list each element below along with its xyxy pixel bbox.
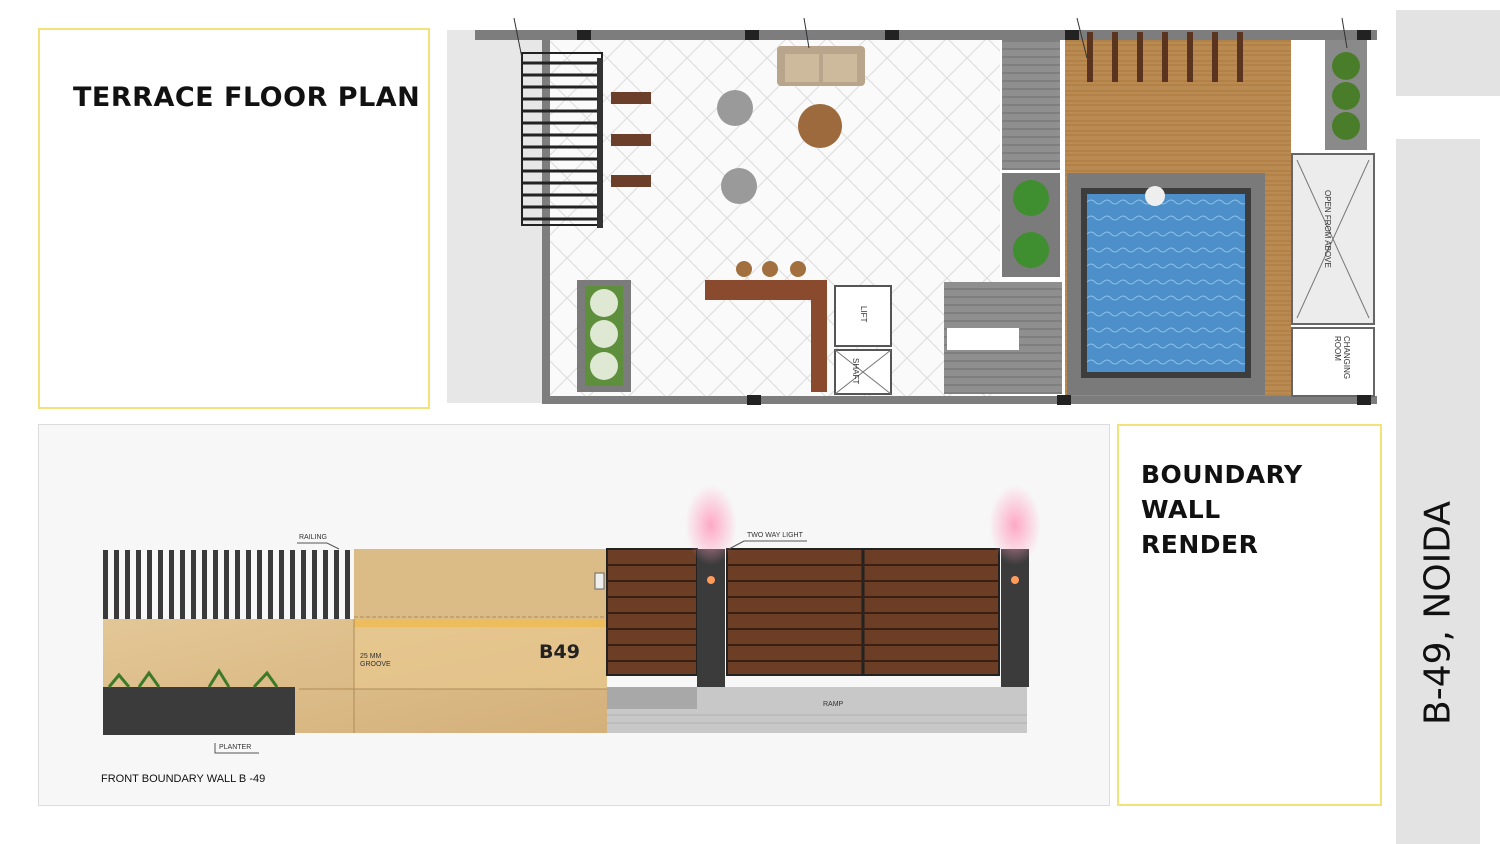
boundary-wall-drawing (103, 485, 1041, 754)
open-from-above-label: OPEN FROM ABOVE (1323, 190, 1332, 268)
changing-room-label: CHANGING ROOM (1333, 336, 1351, 380)
floor-plan-drawing (447, 17, 1377, 405)
corner-block (1396, 10, 1500, 96)
shaft-label: SHAFT (851, 358, 860, 385)
chair (721, 168, 757, 204)
chair (717, 90, 753, 126)
railing-label: RAILING (299, 534, 328, 541)
side-title: B-49, NOIDA (1417, 501, 1459, 725)
house-number: B49 (539, 641, 580, 663)
terrace-title: TERRACE FLOOR PLAN (73, 82, 421, 113)
changing-room (1291, 327, 1375, 397)
boundary-title-line1: BOUNDARY (1141, 460, 1303, 489)
boundary-title-line2: WALL (1141, 495, 1221, 524)
groove-light (354, 619, 607, 627)
elevation-caption: FRONT BOUNDARY WALL B -49 (101, 773, 266, 785)
bar-counter (705, 280, 825, 300)
terrace-floor-plan: LIFT SHAFT OPEN FROM ABOVE CHANGING ROOM (447, 17, 1379, 410)
two-way-light (685, 485, 737, 565)
round-table (798, 104, 842, 148)
planter-label: PLANTER (219, 744, 252, 751)
staircase (1002, 40, 1060, 170)
swimming-pool (1087, 194, 1245, 372)
boundary-wall-render: RAILING TWO WAY LIGHT 25 MM GROOVE B49 R… (38, 424, 1110, 806)
intercom (594, 572, 605, 590)
pergola (521, 52, 603, 228)
boundary-title-box: BOUNDARY WALL RENDER (1117, 424, 1382, 806)
ramp-label: RAMP (823, 701, 844, 708)
two-way-light-label: TWO WAY LIGHT (747, 532, 803, 539)
marble-floor (447, 30, 542, 403)
side-title-band: B-49, NOIDA (1396, 139, 1480, 844)
groove-label-line2: GROOVE (360, 661, 391, 668)
pillar (1001, 549, 1029, 687)
boundary-title-line3: RENDER (1141, 530, 1259, 559)
lift-label: LIFT (859, 306, 868, 323)
groove-label-line1: 25 MM (360, 653, 382, 660)
railing (103, 550, 350, 620)
terrace-title-box: TERRACE FLOOR PLAN (38, 28, 430, 409)
lift (834, 285, 892, 347)
pillar (697, 549, 725, 687)
planter (103, 687, 295, 735)
two-way-light (989, 485, 1041, 565)
